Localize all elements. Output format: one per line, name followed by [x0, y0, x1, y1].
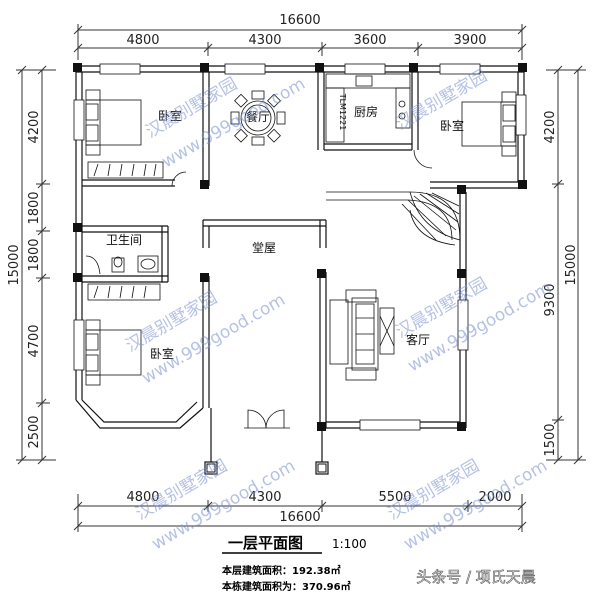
plan-scale: 1:100	[332, 537, 367, 551]
room-bedroom-top-left: 卧室	[158, 108, 182, 123]
left-total-dim: 15000	[7, 244, 22, 285]
plan-title: 一层平面图	[228, 534, 303, 552]
room-dining: 餐厅	[246, 109, 270, 124]
sofa-set	[329, 289, 395, 381]
room-living: 客厅	[406, 332, 430, 347]
floor-area: 本层建筑面积：192.38㎡	[222, 564, 341, 577]
fridge-label: TLM1221	[338, 93, 347, 131]
credit-watermark: 头条号 / 项氏天晨	[416, 568, 536, 586]
left-dim-3: 1800	[27, 238, 42, 271]
total-area: 本栋建筑面积为：370.96㎡	[222, 580, 351, 593]
wardrobe-bottom-left	[87, 283, 161, 301]
room-bathroom: 卫生间	[106, 233, 142, 247]
columns	[73, 63, 527, 473]
wardrobe-top-left	[87, 161, 164, 179]
top-dimension-lines	[73, 24, 527, 60]
room-hall: 堂屋	[252, 241, 276, 255]
bed-top-left	[85, 89, 142, 156]
right-dim-3: 1500	[543, 423, 558, 456]
bed-top-right	[461, 91, 517, 157]
right-total-dim: 15000	[564, 244, 579, 285]
bottom-dim-2: 4300	[248, 490, 281, 505]
bottom-dim-1: 4800	[126, 490, 159, 505]
bottom-dim-4: 2000	[478, 490, 511, 505]
kitchen-counter	[325, 73, 411, 143]
right-dim-1: 4200	[543, 110, 558, 143]
left-dim-4: 4700	[27, 324, 42, 357]
dining-table	[230, 90, 286, 146]
bottom-total-dim: 16600	[279, 510, 320, 525]
stair	[326, 191, 461, 246]
windows	[73, 63, 527, 431]
top-dim-4: 3900	[453, 33, 486, 48]
room-bedroom-bottom-left: 卧室	[150, 346, 174, 361]
top-total-dim: 16600	[279, 13, 320, 28]
left-dim-2: 1800	[27, 191, 42, 224]
watermarks: 汉晨别墅家园 www.999good.com 汉晨别墅家园 汉晨别墅家园 www…	[123, 66, 555, 554]
right-dimension-lines	[546, 65, 586, 465]
room-kitchen: 厨房	[354, 104, 378, 119]
top-dim-1: 4800	[126, 33, 159, 48]
room-bedroom-top-right: 卧室	[440, 118, 464, 133]
bathroom-fixtures	[85, 255, 159, 275]
left-dimension-lines	[16, 65, 56, 465]
bottom-dim-3: 5500	[378, 490, 411, 505]
bottom-dimension-lines	[73, 494, 527, 532]
left-dim-5: 2500	[27, 415, 42, 448]
top-dim-2: 4300	[248, 33, 281, 48]
left-dim-1: 4200	[27, 110, 42, 143]
doors	[171, 149, 433, 429]
right-dim-2: 9300	[543, 283, 558, 316]
bed-bottom-left	[85, 319, 142, 386]
top-dim-3: 3600	[353, 33, 386, 48]
